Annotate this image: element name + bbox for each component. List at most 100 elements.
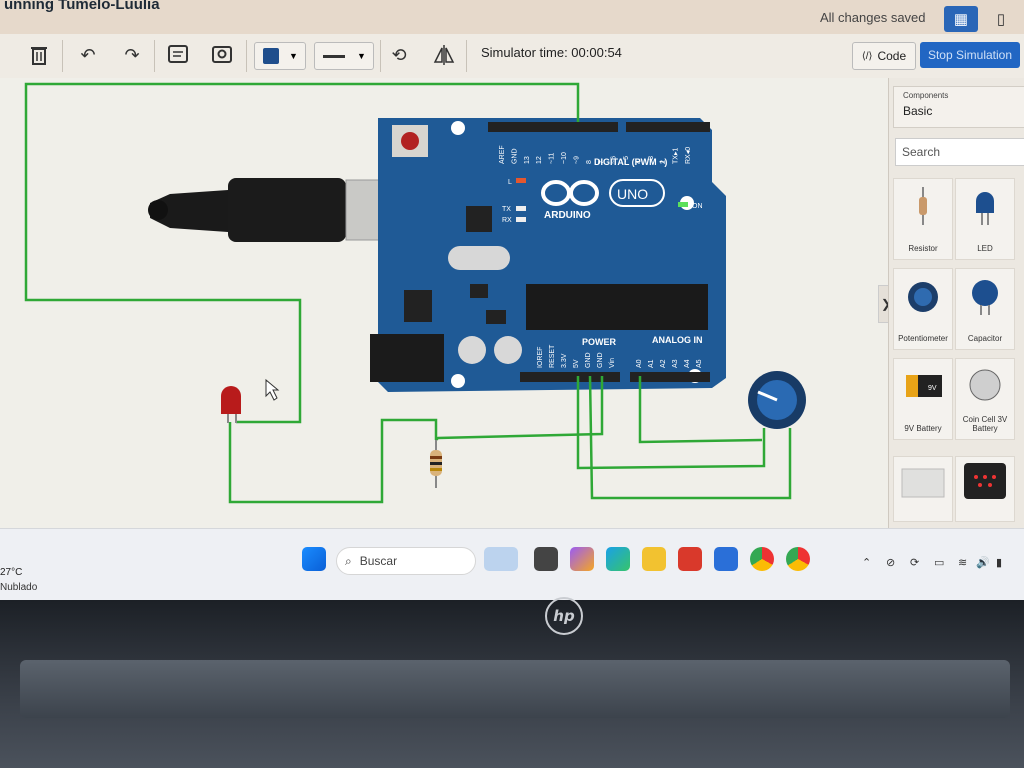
pin-label: ~5 — [623, 156, 630, 164]
wire-gnd-pot — [588, 375, 792, 500]
file-explorer-icon[interactable] — [642, 547, 666, 571]
line-style-dropdown[interactable]: ▼ — [314, 42, 374, 70]
component-microbit[interactable] — [955, 456, 1015, 522]
code-button[interactable]: ⟨/⟩ Code — [852, 42, 916, 70]
microbit-icon — [964, 463, 1006, 499]
component-coin-cell[interactable]: Coin Cell 3V Battery — [955, 358, 1015, 440]
pin-label: 2 — [660, 160, 667, 164]
pin-label: A1 — [648, 359, 655, 368]
battery-icon: 9V — [906, 375, 942, 397]
component-label: Potentiometer — [898, 334, 948, 343]
component-label: LED — [977, 244, 993, 253]
sync-icon[interactable]: ⟳ — [910, 557, 920, 569]
line-style-icon — [323, 54, 345, 58]
circuit-canvas[interactable]: DIGITAL (PWM ~) ARDUINO UNO ON L TX RX P… — [0, 78, 888, 528]
breadboard-icon — [901, 468, 945, 498]
pin-label: ~9 — [573, 156, 580, 164]
pin-label: ~3 — [648, 156, 655, 164]
component-potentiometer[interactable]: Potentiometer — [893, 268, 953, 350]
pin-label: GND — [597, 352, 604, 368]
weather-description[interactable]: Nublado — [0, 582, 38, 593]
capacitor-icon — [972, 280, 998, 315]
task-view-icon[interactable] — [534, 547, 558, 571]
edge-browser-icon[interactable] — [606, 547, 630, 571]
component-9v-battery[interactable]: 9V 9V Battery — [893, 358, 953, 440]
pin-label: Vin — [609, 358, 616, 368]
component-capacitor[interactable]: Capacitor — [955, 268, 1015, 350]
flip-icon[interactable] — [430, 40, 458, 70]
undo-icon[interactable]: ↶ — [80, 44, 96, 65]
windows-start-icon[interactable] — [302, 547, 326, 571]
potentiometer-icon — [908, 282, 938, 312]
reset-button[interactable] — [401, 132, 419, 150]
display-icon[interactable]: ▭ — [934, 557, 945, 569]
led-icon — [976, 192, 994, 225]
schematic-view-icon[interactable]: ▯ — [996, 11, 1006, 28]
widgets-icon[interactable] — [484, 547, 518, 571]
notes-icon[interactable] — [164, 40, 192, 70]
pin-label: 4 — [635, 160, 642, 164]
hp-logo: hp — [545, 597, 583, 635]
visibility-icon[interactable] — [208, 40, 236, 70]
pin-label: 7 — [598, 160, 605, 164]
toolbar: ↶ ↷ ▼ ▼ ⟲ Simulator time: 00:00:54 ⟨/⟩ C… — [0, 34, 1024, 79]
arduino-brand: ARDUINO — [544, 210, 591, 221]
pin-label: RX◂0 — [685, 147, 692, 164]
component-led[interactable]: LED — [955, 178, 1015, 260]
stop-simulation-button[interactable]: Stop Simulation — [920, 42, 1020, 68]
pin-label: 8 — [586, 160, 593, 164]
code-label: Code — [877, 49, 907, 63]
component-resistor[interactable]: Resistor — [893, 178, 953, 260]
wire-a0-pot — [638, 376, 763, 444]
coin-cell-icon — [969, 369, 1001, 401]
network-off-icon[interactable]: ⊘ — [886, 557, 896, 569]
component-search-input[interactable]: Search — [895, 138, 1024, 166]
potentiometer[interactable] — [748, 371, 806, 429]
fill-color-dropdown[interactable]: ▼ — [254, 42, 306, 70]
component-category-select[interactable]: Components Basic — [893, 86, 1024, 128]
component-label: Coin Cell 3V Battery — [962, 415, 1008, 433]
chevron-up-icon[interactable]: ⌃ — [862, 557, 872, 569]
taskbar-search[interactable]: ⌕ Buscar — [336, 547, 476, 575]
search-icon: ⌕ — [345, 553, 352, 568]
pin-label: A0 — [636, 359, 643, 368]
pin-label: 13 — [524, 156, 531, 164]
rotate-icon[interactable]: ⟲ — [391, 44, 407, 65]
weather-temperature[interactable]: 27°C — [0, 567, 23, 578]
chrome-profile-icon[interactable] — [786, 547, 810, 571]
digital-header-label: DIGITAL (PWM ~) — [594, 157, 667, 167]
mouse-cursor-icon — [265, 378, 280, 401]
on-label: ON — [692, 203, 703, 210]
pin-label: 3.3V — [561, 353, 568, 368]
battery-icon[interactable]: ▮ — [996, 557, 1003, 569]
l-label: L — [508, 179, 512, 186]
fill-color-swatch — [263, 48, 279, 64]
resistor[interactable] — [430, 440, 442, 488]
store-icon[interactable] — [714, 547, 738, 571]
laptop-screen: unning Tumelo-Luulia All changes saved ▦… — [0, 0, 1024, 600]
category-label: Components — [903, 91, 949, 100]
pin-label: A2 — [660, 359, 667, 368]
circuit-view-icon[interactable]: ▦ — [944, 6, 978, 32]
redo-icon[interactable]: ↷ — [124, 44, 140, 65]
search-label: Buscar — [359, 554, 398, 568]
chevron-down-icon: ▼ — [357, 51, 366, 61]
pin-label: A4 — [684, 359, 691, 368]
arduino-logo — [541, 179, 665, 207]
red-led[interactable] — [221, 386, 241, 423]
wps-office-icon[interactable] — [678, 547, 702, 571]
arduino-model: UNO — [617, 186, 648, 202]
arduino-board[interactable] — [370, 118, 726, 392]
copilot-icon[interactable] — [570, 547, 594, 571]
component-breadboard[interactable] — [893, 456, 953, 522]
volume-icon[interactable]: 🔊 — [976, 557, 990, 569]
document-title[interactable]: unning Tumelo-Luulia — [4, 0, 160, 13]
pin-label: ~6 — [611, 156, 618, 164]
analog-label: ANALOG IN — [652, 335, 703, 345]
wifi-icon[interactable]: ≋ — [958, 557, 968, 569]
chrome-icon[interactable] — [750, 547, 774, 571]
tx-label: TX — [502, 206, 511, 213]
delete-icon[interactable] — [26, 40, 52, 70]
